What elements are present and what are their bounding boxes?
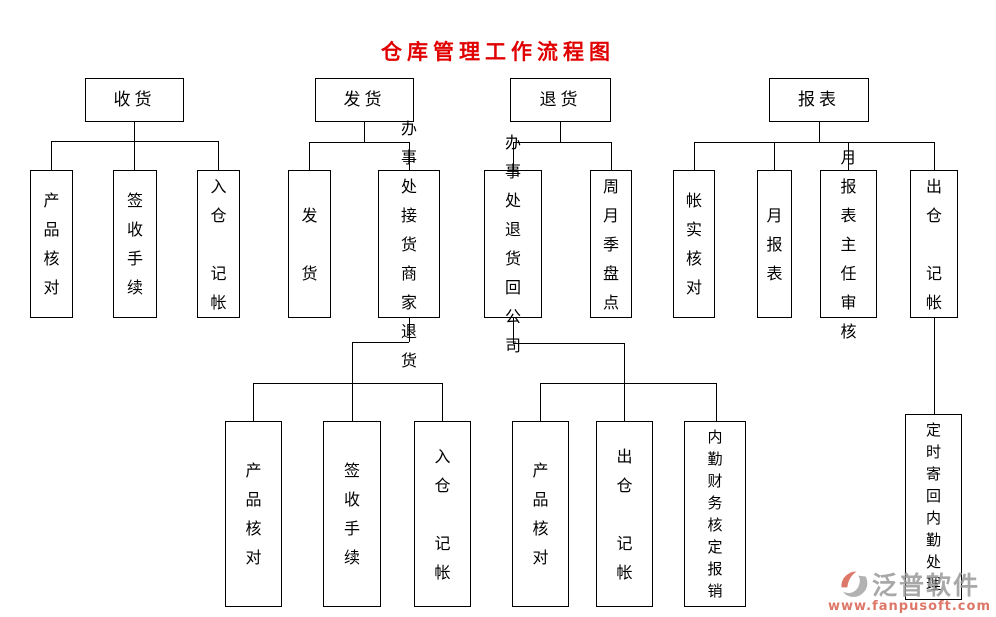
connector-line-h [309,142,409,143]
node-product-check-2: 产 品 核 对 [225,421,282,607]
node-account-actual-check: 帐 实 核 对 [673,170,715,318]
connector-line-v [624,383,625,421]
connector-line-v [442,383,443,421]
node-sign-procedures-2: 签 收 手 续 [323,421,381,607]
connector-line-v [352,342,353,383]
connector-line-v [624,343,625,383]
connector-line-v [513,142,514,170]
connector-line-v [309,142,310,170]
connector-line-h [694,142,934,143]
node-warehouse-in-bookkeeping-2: 入 仓 记 帐 [414,421,471,607]
connector-line-v [819,122,820,142]
connector-line-v [253,383,254,421]
node-ship-goods: 发 货 [288,170,331,318]
connector-line-v [560,122,561,142]
connector-line-v [352,383,353,421]
connector-line-v [513,318,514,343]
page-title: 仓库管理工作流程图 [381,40,615,64]
node-product-check: 产 品 核 对 [30,170,73,318]
node-warehouse-in-bookkeeping: 入 仓 记 帐 [197,170,240,318]
connector-line-v [934,142,935,170]
connector-line-v [409,142,410,170]
node-warehouse-out-bookkeeping: 出 仓 记 帐 [910,170,958,318]
node-product-check-3: 产 品 核 对 [512,421,569,607]
node-shipping: 发货 [315,78,414,122]
node-monthly-report: 月 报 表 [757,170,792,318]
connector-line-h [540,383,716,384]
connector-line-v [848,142,849,170]
watermark-url: www.fanpusoft.com [827,599,991,614]
connector-line-v [364,122,365,142]
node-office-receives-merchant-returns: 办事 处接 货商 家退 货 [378,119,440,370]
node-warehouse-out-bookkeeping-2: 出 仓 记 帐 [596,421,653,607]
connector-line-v [134,122,135,170]
connector-line-v [694,142,695,170]
connector-line-h [253,383,442,384]
connector-line-v [540,383,541,421]
connector-line-h [513,142,611,143]
connector-line-v [218,141,219,170]
connector-line-v [774,142,775,170]
node-periodic-stocktake: 周 月 季 盘 点 [590,170,632,318]
node-internal-finance-reimbursement: 内 勤 财 务 核 定 报 销 [684,421,746,607]
connector-line-v [934,318,935,414]
connector-line-v [409,318,410,342]
connector-line-v [51,141,52,170]
connector-line-h [352,342,409,343]
fanpu-logo-icon [839,569,869,599]
node-returns: 退货 [510,78,611,122]
watermark: 泛普软件 www.fanpusoft.com [828,566,991,614]
node-reports: 报表 [769,78,869,122]
connector-line-v [716,383,717,421]
watermark-name: 泛普软件 [871,571,980,600]
connector-line-h [513,343,624,344]
node-receiving: 收货 [85,78,184,122]
node-monthly-report-review: 月报 表主 任审 核 [820,148,877,341]
node-office-returns-to-company: 办事 处退 货回 公司 [484,133,542,355]
connector-line-h [51,141,218,142]
node-sign-procedures: 签 收 手 续 [113,170,157,318]
connector-line-v [611,142,612,170]
node-timed-send-back-internal: 定 时 寄 回 内 勤 处 理 [905,414,962,600]
